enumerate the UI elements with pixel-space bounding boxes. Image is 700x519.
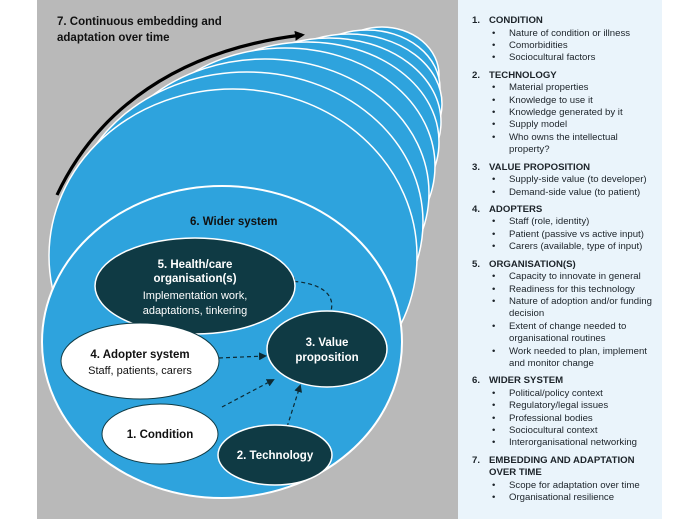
bullet-icon: • (492, 437, 496, 449)
bullet-text: Patient (passive vs active input) (509, 228, 644, 240)
bullet-text: Scope for adaptation over time (509, 479, 640, 491)
section-number: 5. (472, 258, 481, 270)
section-number: 3. (472, 161, 481, 173)
health-care-body-line-2: adaptations, tinkering (143, 305, 248, 317)
arrow-adopter-to-value (218, 352, 267, 361)
adopter-system-node (60, 322, 220, 400)
bullet-icon: • (492, 119, 496, 131)
bullet-icon: • (492, 82, 496, 94)
bullet-icon: • (492, 52, 496, 64)
section-number: 1. (472, 15, 481, 26)
bullet-text: Sociocultural context (509, 425, 598, 436)
health-care-organisation-node (94, 237, 296, 335)
bullet-text: Carers (available, type of input) (509, 241, 643, 253)
arrow-condition-to-value (221, 379, 275, 408)
bullet-text: Sociocultural factors (509, 52, 596, 64)
section-title: EMBEDDING AND ADAPTATION (489, 454, 635, 466)
wider-system-label: 6. Wider system (190, 216, 277, 228)
bullet-icon: • (492, 271, 496, 283)
bullet-icon: • (492, 412, 496, 424)
section-number: 6. (472, 375, 481, 387)
adopter-system-title: 4. Adopter system (90, 349, 189, 361)
bullet-icon: • (492, 39, 496, 51)
section-title: OVER TIME (489, 467, 542, 479)
diagram-panel: 7. Continuous embedding and adaptation o… (37, 0, 458, 519)
condition-node (101, 403, 219, 465)
bullet-icon: • (492, 228, 496, 240)
bullet-text: Professional bodies (509, 412, 593, 424)
bullet-text: Demand-side value (to patient) (509, 186, 641, 198)
bullet-text: Comorbidities (509, 39, 568, 51)
bullet-text: Organisational resilience (509, 492, 615, 504)
bullet-icon: • (492, 345, 496, 357)
technology-node (217, 424, 333, 486)
bullet-text: Extent of change needed to (509, 320, 627, 332)
nasss-diagram: 7. Continuous embedding and adaptation o… (41, 16, 443, 499)
bullet-text: Political/policy context (509, 387, 603, 399)
section-title: ORGANISATION(S) (489, 258, 576, 270)
bullet-text: Material properties (509, 82, 589, 94)
bullet-text: and monitor change (509, 357, 594, 369)
arrow-technology-to-value (286, 384, 302, 428)
bullet-text: Staff (role, identity) (509, 216, 590, 228)
bullet-text: Who owns the intellectual (509, 131, 618, 143)
bullet-icon: • (492, 216, 496, 228)
bullet-icon: • (492, 320, 496, 332)
health-care-title-line-1: 5. Health/care (158, 259, 233, 271)
bullet-text: Nature of adoption and/or funding (509, 295, 652, 307)
bullet-text: property? (509, 144, 550, 156)
bullet-icon: • (492, 107, 496, 118)
bullet-icon: • (492, 174, 496, 186)
condition-label: 1. Condition (127, 429, 193, 441)
section-title: VALUE PROPOSITION (489, 161, 591, 173)
bullet-text: Readiness for this technology (509, 283, 635, 295)
embedding-title-line-1: 7. Continuous embedding and (57, 16, 222, 28)
section-title: TECHNOLOGY (489, 69, 557, 81)
value-proposition-line-1: 3. Value (306, 337, 349, 349)
embedding-arrow (55, 30, 305, 196)
bullet-icon: • (492, 492, 496, 504)
embedding-disc-stack (41, 26, 443, 499)
bullet-text: Interorganisational networking (509, 437, 637, 449)
embedding-title-line-2: adaptation over time (57, 32, 169, 44)
dashed-connectors (218, 277, 333, 428)
bullet-icon: • (492, 241, 496, 253)
section-title: ADOPTERS (489, 203, 543, 215)
bullet-text: Nature of condition or illness (509, 27, 631, 39)
bullet-icon: • (492, 479, 496, 491)
bullet-icon: • (492, 131, 496, 143)
bullet-text: Supply model (509, 119, 568, 131)
bullet-text: Knowledge to use it (509, 94, 593, 106)
section-number: 2. (472, 69, 481, 81)
bullet-icon: • (492, 283, 496, 295)
section-number: 7. (472, 454, 481, 466)
section-number: 4. (472, 203, 481, 215)
value-proposition-node (266, 310, 388, 388)
bullet-text: Work needed to plan, implement (509, 345, 647, 357)
bullet-icon: • (492, 94, 496, 106)
bullet-text: decision (509, 308, 545, 320)
value-proposition-line-2: proposition (295, 352, 358, 364)
arrow-value-to-organisation (287, 277, 333, 317)
bullet-text: organisational routines (509, 333, 606, 345)
bullet-icon: • (492, 186, 496, 198)
bullet-icon: • (492, 27, 496, 39)
health-care-body-line-1: Implementation work, (143, 290, 248, 302)
bullet-text: Supply-side value (to developer) (509, 174, 647, 186)
technology-label: 2. Technology (237, 450, 314, 462)
section-title: CONDITION (489, 15, 543, 26)
bullet-icon: • (492, 295, 496, 307)
bullet-icon: • (492, 400, 496, 412)
framework-sidebar: 1. CONDITION • Nature of condition or illne… (458, 0, 662, 519)
bullet-text: Regulatory/legal issues (509, 400, 609, 412)
bullet-icon: • (492, 425, 496, 436)
bullet-text: Knowledge generated by it (509, 107, 623, 118)
bullet-text: Capacity to innovate in general (509, 271, 641, 283)
section-title: WIDER SYSTEM (489, 375, 564, 387)
health-care-title-line-2: organisation(s) (153, 273, 236, 285)
adopter-system-body: Staff, patients, carers (88, 365, 192, 377)
bullet-icon: • (492, 387, 496, 399)
